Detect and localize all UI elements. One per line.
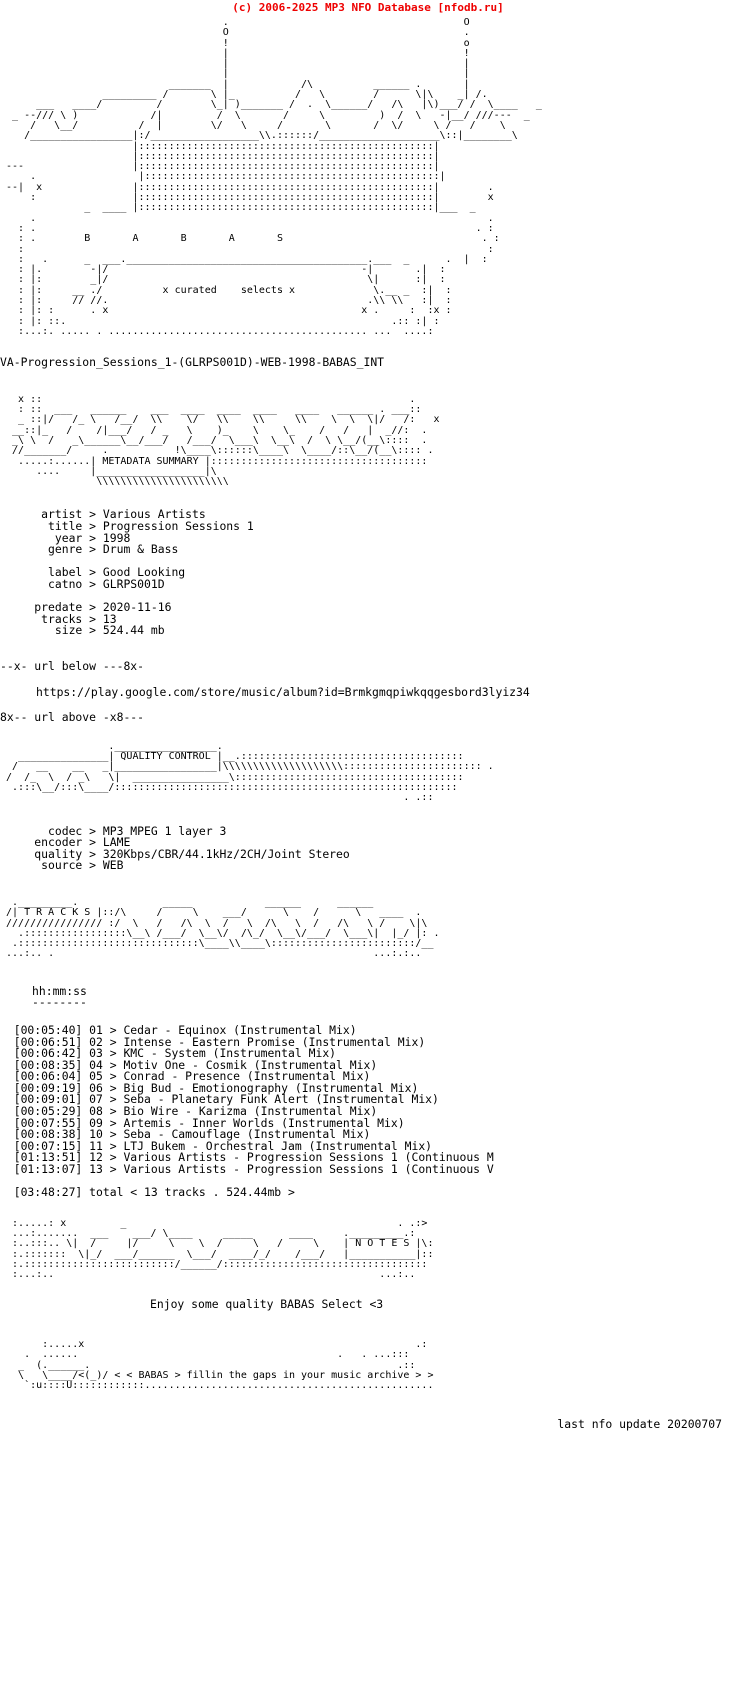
metadata-summary-banner: x :: . : :: ___ ______ ___ ____ ____ ___… [12,393,440,488]
tracklist: [00:05:40] 01 > Cedar - Equinox (Instrum… [13,1022,494,1200]
quality-control-banner: ._________________. _______________| QUA… [6,740,494,804]
release-url[interactable]: https://play.google.com/store/music/albu… [36,684,530,699]
tracklist-time-header: hh:mm:ss [32,983,87,998]
tracks-banner: ._________. _____ ______ ______ /| T R A… [6,896,440,960]
url-above-marker: --x- url below ---8x- [0,659,145,673]
last-nfo-update: last nfo update 20200707 [557,1417,722,1432]
notes-banner: :.....: x _ . .:> ...:....... ___ ___/ \… [12,1217,434,1281]
database-credit-bar: (c) 2006-2025 MP3 NFO Database [nfodb.ru… [232,1,504,14]
url-below-marker: 8x-- url above -x8--- [0,710,145,725]
metadata-fields: artist > Various Artists title > Progres… [34,507,254,638]
header-ascii-logo: . O O . ! o [6,17,542,337]
release-title: VA-Progression_Sessions_1-(GLRPS001D)-WE… [0,355,385,370]
tracklist-time-rule: -------- [32,995,87,1010]
quality-fields: codec > MP3 MPEG 1 layer 3 encoder > LAM… [34,823,350,873]
notes-message: Enjoy some quality BABAS Select <3 [150,1296,384,1311]
greets-banner: :.....x .: . ...... . . ...::: _ (._____… [18,1339,434,1392]
